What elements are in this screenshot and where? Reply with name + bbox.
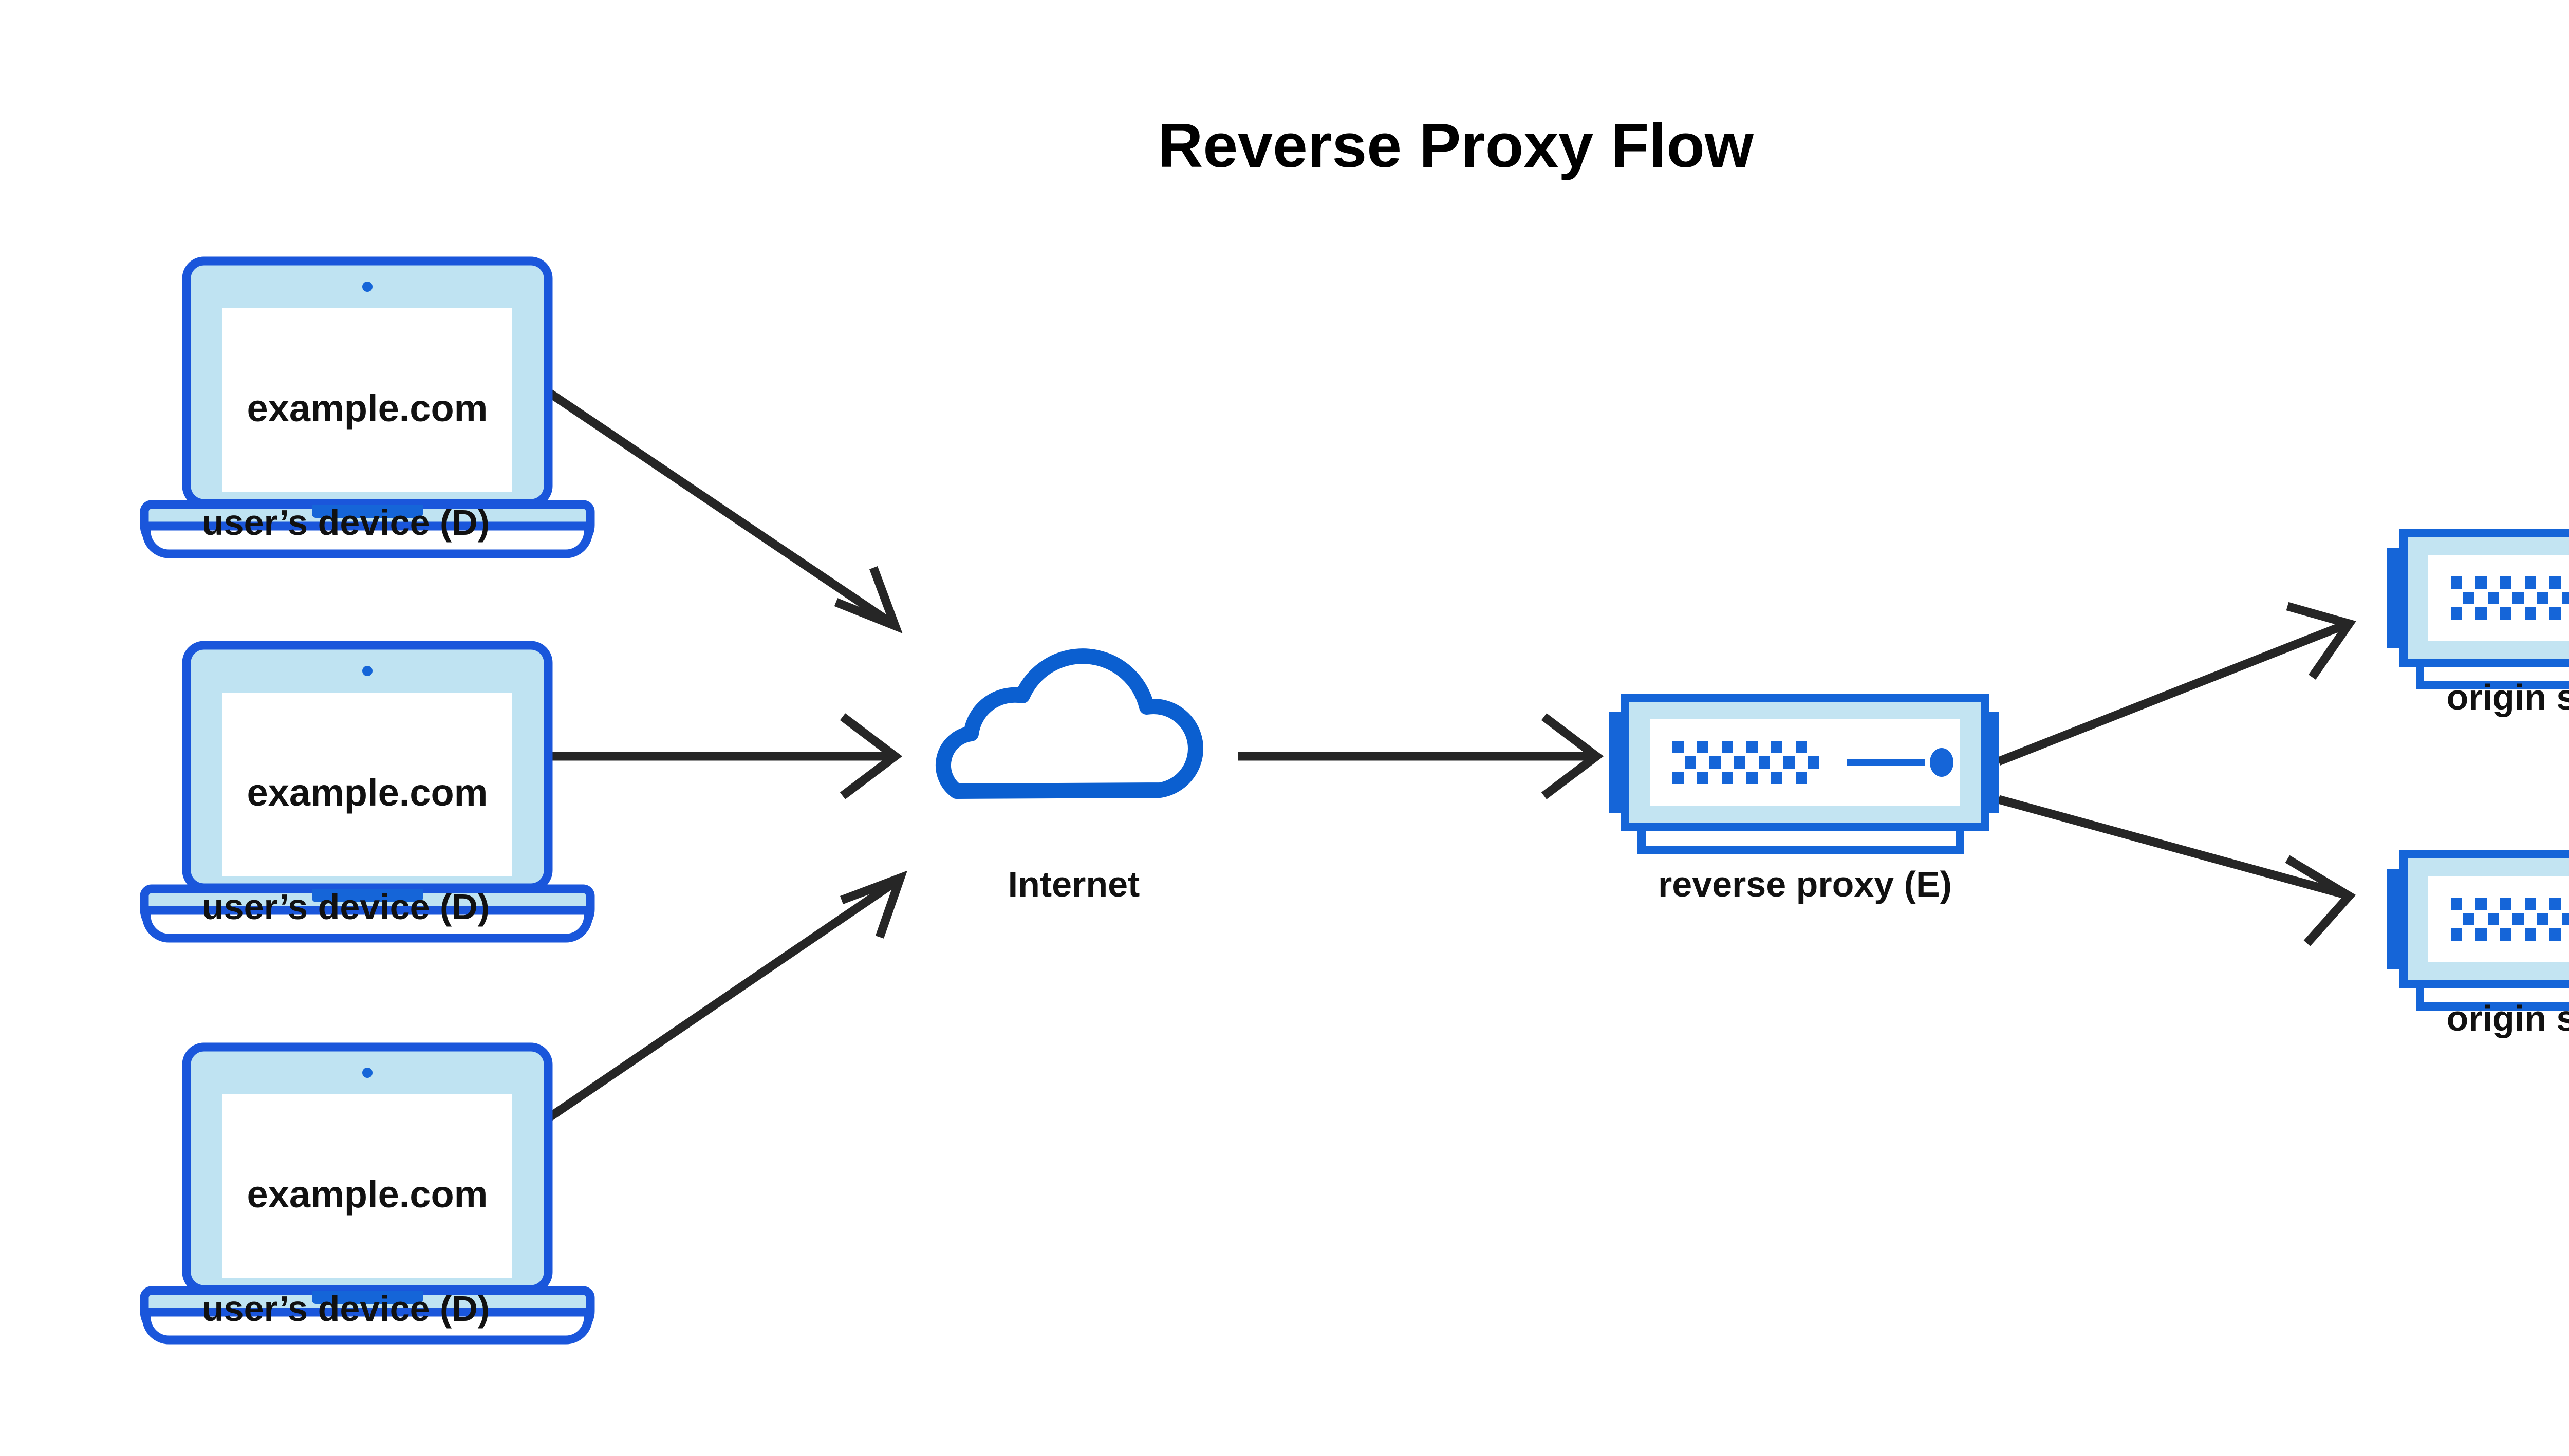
edge-client3-internet: [511, 870, 907, 1146]
node-label-client-1: user’s device (D): [202, 502, 490, 543]
node-label-client-2: user’s device (D): [202, 887, 490, 927]
edge-client2-internet: [514, 713, 903, 799]
node-origin-2[interactable]: origin server (F): [2387, 854, 2569, 1038]
node-origin-1[interactable]: origin server (F): [2387, 533, 2569, 717]
node-label-internet: Internet: [1008, 864, 1140, 904]
node-client-3[interactable]: example.com user’s device (D): [144, 1047, 590, 1340]
node-reverse-proxy[interactable]: reverse proxy (E): [1609, 698, 1999, 904]
server-icon: [1609, 698, 1999, 850]
node-internet[interactable]: Internet: [943, 656, 1196, 904]
node-client-2[interactable]: example.com user’s device (D): [144, 645, 590, 938]
edge-proxy-origin2: [1997, 795, 2356, 946]
edge-client1-internet: [511, 365, 903, 634]
edge-internet-proxy: [1238, 713, 1604, 799]
cloud-icon: [943, 656, 1196, 791]
node-client-1[interactable]: example.com user’s device (D): [144, 261, 590, 554]
node-label-client-3: user’s device (D): [202, 1289, 490, 1329]
edges-layer: [511, 365, 2356, 1146]
laptop-screen-text: example.com: [247, 771, 488, 814]
edge-proxy-origin1: [1997, 602, 2356, 766]
node-label-reverse-proxy: reverse proxy (E): [1658, 864, 1952, 904]
page-title: Reverse Proxy Flow: [1158, 110, 1754, 180]
server-icon: [2387, 854, 2569, 1006]
laptop-screen-text: example.com: [247, 1173, 488, 1216]
laptop-screen-text: example.com: [247, 387, 488, 430]
server-icon: [2387, 533, 2569, 685]
node-label-origin-1: origin server (F): [2447, 677, 2569, 717]
node-label-origin-2: origin server (F): [2447, 998, 2569, 1038]
